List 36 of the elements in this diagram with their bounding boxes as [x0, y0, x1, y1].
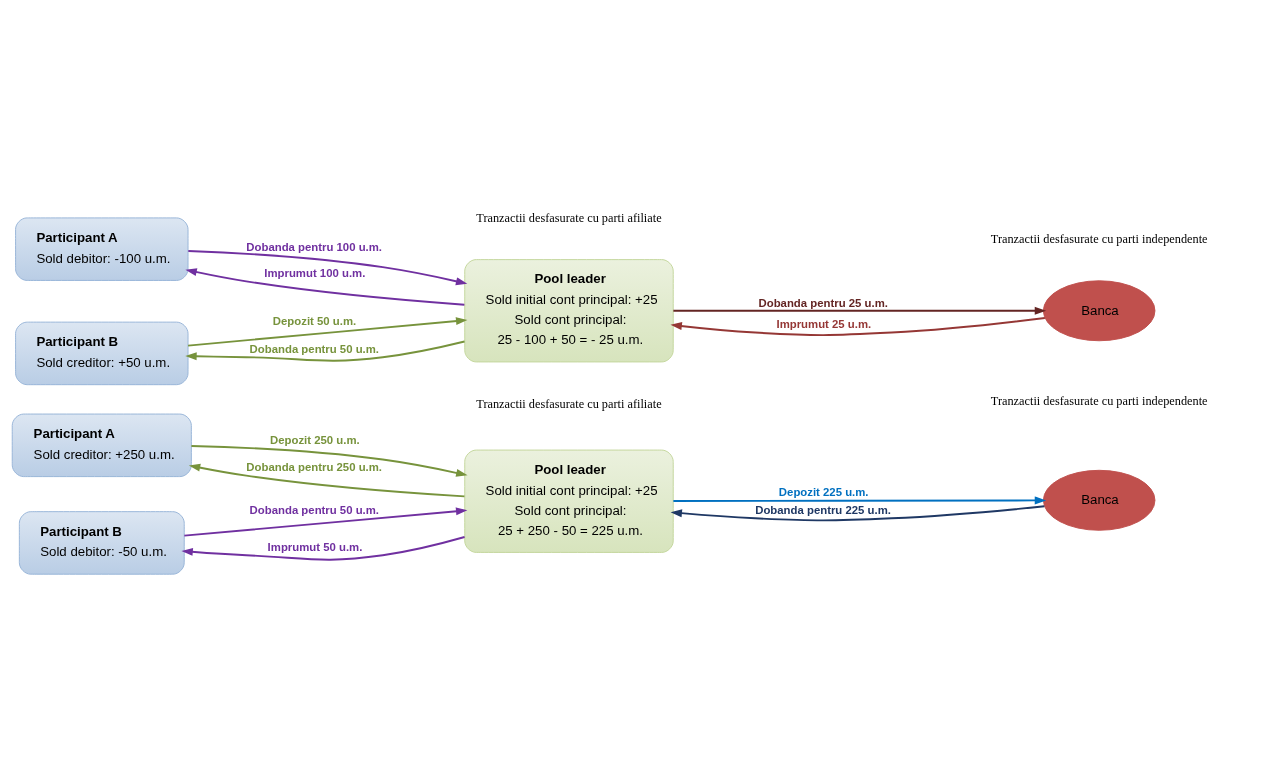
arrow	[672, 496, 1047, 505]
edge-label: Imprumut 50 u.m.	[267, 541, 363, 554]
arrow	[190, 445, 468, 477]
edge-label: Dobanda pentru 100 u.m.	[246, 240, 383, 253]
arrow	[187, 250, 468, 286]
edge-label: Depozit 50 u.m.	[272, 314, 357, 327]
arrow	[188, 463, 466, 498]
arrow	[670, 317, 1046, 337]
label: Tranzactii desfasurate cu parti afiliate	[476, 211, 662, 226]
edge-label: Dobanda pentru 25 u.m.	[758, 296, 888, 309]
node-box: Participant A Sold creditor: +250 u.m.	[11, 413, 192, 478]
label: Tranzactii desfasurate cu parti independente	[990, 393, 1208, 408]
label: Tranzactii desfasurate cu parti independente	[990, 231, 1208, 246]
edge-label: Imprumut 25 u.m.	[776, 318, 872, 331]
arrow	[181, 536, 466, 561]
edge-label: Dobanda pentru 250 u.m.	[246, 461, 383, 474]
node-box: Participant B Sold debitor: -50 u.m.	[18, 511, 185, 575]
arrow	[670, 505, 1046, 522]
arrow	[183, 507, 468, 537]
node-box: Pool leader Sold initial cont principal: +25 Sold cont principal: 25 - 100 + 50 = - 25 u.m.	[464, 259, 674, 363]
arrow	[185, 268, 466, 306]
label: Tranzactii desfasurate cu parti afiliate	[476, 396, 662, 411]
node-box: Participant A Sold debitor: -100 u.m.	[15, 217, 189, 281]
arrow	[672, 306, 1047, 315]
node-ellipse: Banca	[1042, 469, 1156, 531]
edge-label: Depozit 250 u.m.	[270, 434, 360, 446]
node-box: Participant B Sold creditor: +50 u.m.	[15, 321, 189, 386]
node-ellipse: Banca	[1042, 280, 1156, 342]
edge-label: Dobanda pentru 50 u.m.	[249, 504, 380, 517]
edge-label: Depozit 225 u.m.	[778, 486, 869, 499]
node-box: Pool leader Sold initial cont principal: +25 Sold cont principal: 25 + 250 - 50 = 225 u.m.	[464, 449, 674, 553]
edge-label: Dobanda pentru 225 u.m.	[755, 504, 891, 517]
edge-label: Dobanda pentru 50 u.m.	[249, 343, 380, 356]
edge-label: Imprumut 100 u.m.	[264, 267, 366, 280]
arrow	[185, 340, 466, 362]
arrow	[187, 317, 468, 347]
